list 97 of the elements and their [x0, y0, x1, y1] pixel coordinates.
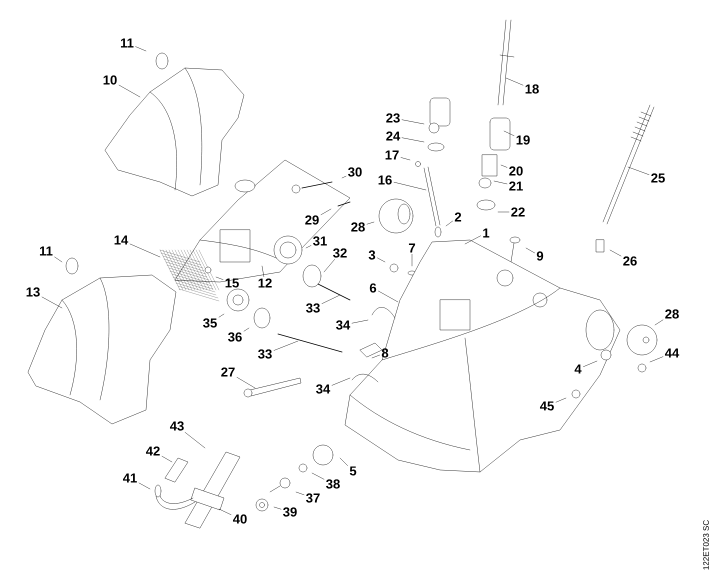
- drawing-code: 122ET023 SC: [703, 520, 709, 570]
- callout-number: 38: [326, 479, 340, 489]
- leader-line: [218, 314, 224, 318]
- leader-line: [610, 250, 622, 256]
- callout-number: 3: [368, 250, 376, 260]
- callout-number: 35: [203, 318, 217, 328]
- callout-number: 39: [283, 507, 297, 517]
- leader-line: [118, 84, 140, 98]
- leader-line: [324, 259, 335, 272]
- leader-line: [446, 220, 453, 226]
- leader-line: [322, 294, 340, 304]
- callout-number: 40: [232, 514, 247, 524]
- callout-number: 27: [221, 367, 235, 377]
- callout-number: 43: [170, 421, 184, 431]
- callout-number: 30: [348, 167, 362, 177]
- callout-number: 23: [386, 113, 400, 123]
- leader-line: [377, 258, 386, 262]
- leader-line: [130, 244, 160, 258]
- callout-number: 1: [483, 228, 490, 238]
- leader-line: [236, 377, 256, 388]
- leader-line: [464, 236, 481, 244]
- leader-line: [320, 208, 332, 216]
- leader-line: [274, 506, 282, 510]
- leader-line: [296, 492, 304, 496]
- callout-number: 28: [665, 309, 679, 319]
- leader-line: [494, 180, 508, 184]
- callout-number: 33: [306, 303, 320, 313]
- callout-number: 22: [511, 207, 525, 217]
- callout-number: 33: [258, 349, 272, 359]
- leader-line: [216, 276, 224, 280]
- callout-number: 45: [540, 401, 554, 411]
- leader-line: [583, 360, 598, 367]
- callout-number: 15: [226, 278, 239, 288]
- leader-line: [378, 290, 398, 302]
- callout-number: 21: [509, 181, 523, 191]
- leader-line: [654, 320, 664, 326]
- leader-line: [366, 222, 374, 224]
- callout-number: 5: [350, 466, 356, 476]
- leader-line: [556, 398, 566, 402]
- leader-line: [526, 248, 535, 254]
- callout-number: 12: [258, 278, 272, 288]
- leader-line: [42, 296, 62, 308]
- callout-number: 20: [509, 166, 523, 176]
- callout-number: 6: [370, 283, 376, 293]
- leader-line: [402, 120, 424, 124]
- leader-line: [650, 356, 664, 362]
- callout-number: 36: [228, 332, 242, 342]
- callout-number: 42: [146, 446, 160, 456]
- leader-line: [500, 164, 508, 168]
- callout-number: 16: [378, 175, 392, 185]
- callout-number: 24: [386, 131, 400, 141]
- leader-line: [262, 266, 264, 277]
- leader-line: [352, 320, 368, 324]
- callout-number: 7: [408, 244, 416, 252]
- leader-line: [332, 378, 350, 386]
- leader-line: [312, 472, 324, 480]
- leader-line: [628, 166, 650, 175]
- callout-number: 34: [336, 320, 350, 330]
- leader-line: [184, 432, 206, 448]
- callout-number: 41: [122, 474, 137, 482]
- callout-number: 19: [516, 135, 530, 145]
- leader-line: [506, 78, 524, 86]
- leader-line: [342, 176, 346, 178]
- callout-number: 44: [664, 348, 680, 358]
- callout-number: 8: [382, 348, 388, 358]
- callout-number: 29: [305, 215, 319, 225]
- callout-number: 28: [351, 222, 365, 232]
- callout-number: 11: [40, 246, 53, 256]
- leader-line: [162, 456, 172, 462]
- callout-number: 4: [574, 364, 582, 374]
- leader-line: [400, 157, 410, 160]
- callout-number: 31: [313, 236, 327, 246]
- leader-line: [54, 256, 62, 262]
- leader-line: [218, 508, 232, 515]
- callout-number: 9: [536, 251, 544, 261]
- leader-line: [138, 482, 150, 490]
- callout-number: 25: [651, 173, 665, 183]
- callout-number: 14: [114, 236, 128, 244]
- leader-line: [274, 340, 298, 351]
- leader-line: [244, 328, 250, 332]
- callout-number: 17: [386, 150, 399, 160]
- callout-number: 26: [623, 256, 637, 266]
- leader-line: [135, 46, 146, 52]
- callout-number: 11: [120, 38, 134, 48]
- callout-number: 37: [306, 493, 320, 503]
- leader-line: [306, 245, 312, 248]
- leader-line: [394, 182, 426, 190]
- leader-line: [402, 138, 424, 142]
- leader-line: [372, 354, 380, 358]
- callout-number: 34: [316, 384, 330, 394]
- callout-number: 10: [104, 75, 117, 85]
- leader-line: [340, 458, 348, 466]
- callout-number: 2: [454, 212, 462, 222]
- callout-number: 18: [526, 84, 539, 94]
- leader-line: [504, 130, 514, 136]
- callout-number: 13: [26, 287, 40, 297]
- callout-number: 32: [333, 248, 347, 258]
